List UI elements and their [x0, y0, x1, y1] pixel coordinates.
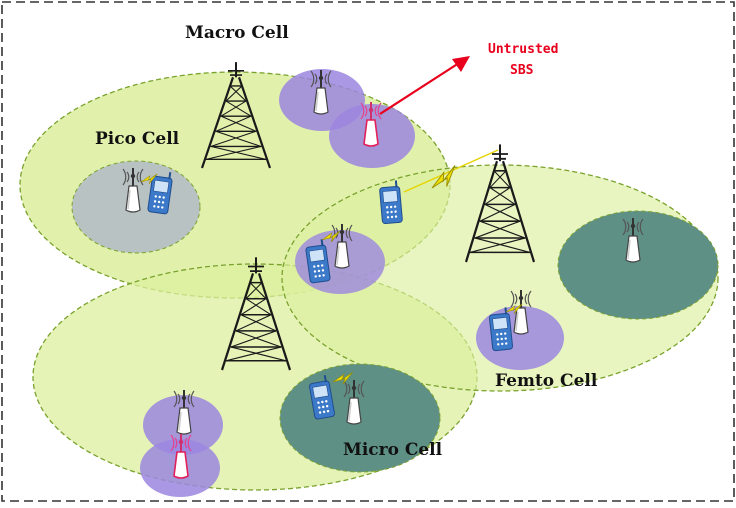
macro-cell-label: Macro Cell — [185, 23, 289, 43]
femto-cell-label: Femto Cell — [495, 371, 598, 391]
untrusted-arrow-line — [379, 62, 460, 115]
micro-cell-label: Micro Cell — [343, 440, 443, 460]
untrusted-label-line1: Untrusted — [488, 42, 558, 57]
untrusted-label-line2: SBS — [510, 63, 534, 78]
pico-cell-label: Pico Cell — [95, 129, 180, 149]
untrusted-arrow-head — [452, 56, 470, 72]
dark-cell-area-right — [557, 210, 719, 320]
